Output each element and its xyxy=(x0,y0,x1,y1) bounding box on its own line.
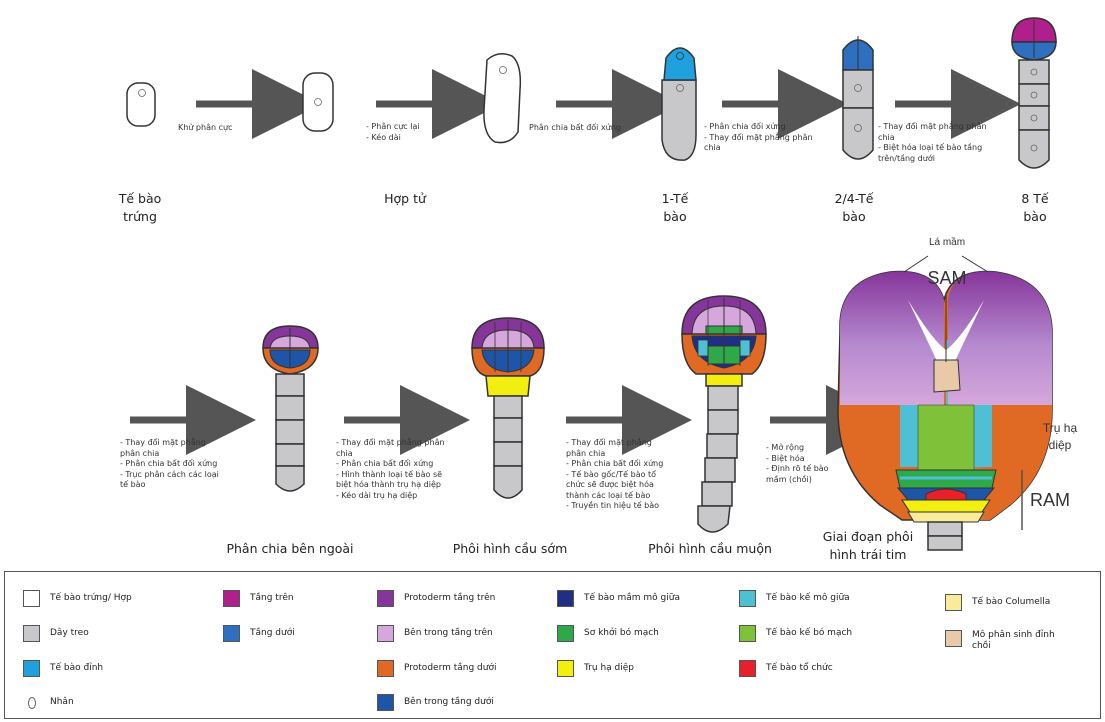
heart-stage-embryo xyxy=(838,256,1052,550)
legend-item: Sơ khởi bó mạch xyxy=(557,625,659,642)
note-tier-differentiation: - Thay đổi mặt phẳng phân chia - Biệt hó… xyxy=(878,122,1013,164)
legend-swatch xyxy=(739,625,756,642)
stage-label-heart: Giai đoạn phôi hình trái tim xyxy=(808,528,928,564)
note-depolarization: Khử phân cực xyxy=(178,123,268,134)
legend-item: Tế bào trứng/ Hợp xyxy=(23,590,132,607)
legend-label: Bên trong tầng trên xyxy=(404,628,493,639)
label-hypocotyl: Trụ hạ diệp xyxy=(1030,420,1090,454)
stage-label-zygote: Hợp tử xyxy=(370,190,440,208)
legend-item: Trụ hạ diệp xyxy=(557,660,634,677)
legend-label: Sơ khởi bó mạch xyxy=(584,628,659,639)
label-cotyledon: Lá mầm xyxy=(912,237,982,248)
legend-label: Tầng trên xyxy=(250,593,294,604)
eight-cell-embryo xyxy=(1012,18,1056,168)
legend-item: Mô phân sinh đỉnh chồi xyxy=(945,630,1055,652)
legend-swatch xyxy=(945,594,962,611)
legend-label: Tế bào Columella xyxy=(972,597,1050,608)
legend-swatch xyxy=(377,660,394,677)
zygote-cell-small xyxy=(303,73,333,131)
legend-swatch xyxy=(557,660,574,677)
legend-label: Tế bào kế bó mạch xyxy=(766,628,852,639)
two-four-cell-embryo xyxy=(843,36,873,159)
zygote-cell xyxy=(484,54,520,143)
legend-item: Tế bào Columella xyxy=(945,594,1050,611)
label-sam: SAM xyxy=(922,268,972,289)
legend-item: Tầng trên xyxy=(223,590,294,607)
note-symmetric-division: - Phân chia đối xứng - Thay đổi mặt phẳn… xyxy=(704,122,834,154)
stage-label-eight-cell: 8 Tế bào xyxy=(1010,190,1060,226)
note-outer-division: - Thay đổi mặt phẳng phân chia - Phân ch… xyxy=(120,438,250,491)
legend-swatch xyxy=(945,630,962,647)
label-ram: RAM xyxy=(1030,490,1090,511)
legend-swatch xyxy=(557,590,574,607)
legend-item: Tế bào kế bó mạch xyxy=(739,625,852,642)
stage-label-early-globular: Phôi hình cầu sớm xyxy=(440,540,580,558)
legend-swatch xyxy=(23,590,40,607)
legend-label: Tế bào đỉnh xyxy=(50,663,103,674)
legend-label: Protoderm tầng dưới xyxy=(404,663,496,674)
legend-item: Tầng dưới xyxy=(223,625,295,642)
legend-label: Tế bào mầm mô giữa xyxy=(584,593,680,604)
note-repolarization: - Phân cực lại - Kéo dài xyxy=(366,122,466,143)
legend-item: Tế bào mầm mô giữa xyxy=(557,590,680,607)
legend-label: Tế bào kế mô giữa xyxy=(766,593,850,604)
legend-label: Trụ hạ diệp xyxy=(584,663,634,674)
legend-item: Dây treo xyxy=(23,625,89,642)
stage-label-one-cell: 1-Tế bào xyxy=(650,190,700,226)
legend-swatch xyxy=(377,625,394,642)
note-heart: - Mở rộng - Biệt hóa - Định rõ tế bào mầ… xyxy=(766,443,856,485)
nucleus-icon xyxy=(23,694,40,711)
note-late-globular: - Thay đổi mặt phẳng phân chia - Phân ch… xyxy=(566,438,696,512)
legend-item: Bên trong tầng trên xyxy=(377,625,493,642)
legend-label: Tế bào tổ chức xyxy=(766,663,833,674)
legend-swatch xyxy=(557,625,574,642)
legend-item: Tế bào tổ chức xyxy=(739,660,833,677)
legend-label: Tế bào trứng/ Hợp xyxy=(50,593,132,604)
note-early-globular: - Thay đổi mặt phẳng phân chia - Phân ch… xyxy=(336,438,476,501)
stage-label-outer-division: Phân chia bên ngoài xyxy=(210,540,370,558)
legend-item: Nhân xyxy=(23,694,74,711)
outer-division-embryo xyxy=(263,326,318,491)
legend-item: Protoderm tầng trên xyxy=(377,590,495,607)
legend: Tế bào trứng/ Hợp Dây treo Tế bào đỉnh N… xyxy=(4,571,1101,719)
legend-label: Mô phân sinh đỉnh chồi xyxy=(972,630,1055,652)
legend-label: Protoderm tầng trên xyxy=(404,593,495,604)
legend-item: Protoderm tầng dưới xyxy=(377,660,496,677)
legend-label: Dây treo xyxy=(50,628,89,639)
legend-swatch xyxy=(739,660,756,677)
legend-label: Bên trong tầng dưới xyxy=(404,697,494,708)
legend-item: Tế bào đỉnh xyxy=(23,660,103,677)
legend-swatch xyxy=(23,660,40,677)
legend-item: Bên trong tầng dưới xyxy=(377,694,494,711)
early-globular-embryo xyxy=(472,318,544,498)
legend-label: Tầng dưới xyxy=(250,628,295,639)
egg-cell xyxy=(127,83,155,126)
note-asymmetric-division: Phân chia bất đối xứng xyxy=(529,123,659,134)
legend-swatch xyxy=(223,590,240,607)
one-cell-embryo xyxy=(662,48,696,160)
legend-swatch xyxy=(223,625,240,642)
stage-label-two-four-cell: 2/4-Tế bào xyxy=(826,190,882,226)
legend-swatch xyxy=(23,625,40,642)
stage-label-late-globular: Phôi hình cầu muộn xyxy=(640,540,780,558)
legend-swatch xyxy=(377,590,394,607)
legend-swatch xyxy=(739,590,756,607)
stage-label-egg: Tế bào trứng xyxy=(110,190,170,226)
legend-swatch xyxy=(377,694,394,711)
legend-label: Nhân xyxy=(50,697,74,708)
legend-item: Tế bào kế mô giữa xyxy=(739,590,850,607)
